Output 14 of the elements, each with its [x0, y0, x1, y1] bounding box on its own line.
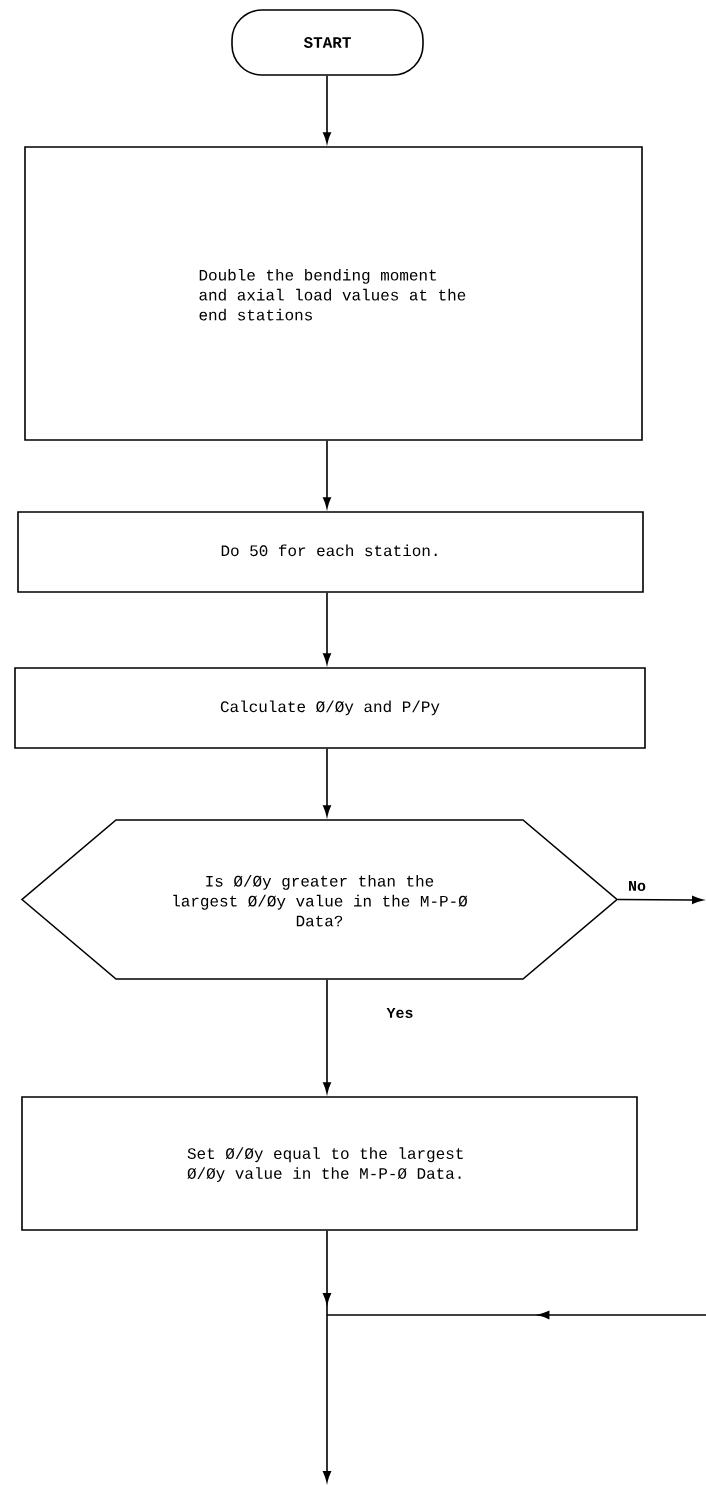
process-box: Double the bending moment and axial load values at the end stations	[24, 146, 643, 441]
arrow	[617, 895, 703, 904]
arrow	[323, 979, 331, 1094]
arrow	[323, 592, 331, 665]
edge-label: Yes	[386, 1008, 413, 1018]
arrow	[323, 440, 331, 509]
process-box: Calculate Ø/Øy and P/Py	[14, 667, 646, 749]
arrow	[323, 1230, 331, 1482]
edge-label: No	[629, 881, 646, 891]
process-box: Do 50 for each station.	[17, 511, 644, 593]
start-terminal: START	[231, 9, 424, 76]
arrow	[323, 75, 331, 144]
arrow	[323, 748, 331, 817]
process-box: Set Ø/Øy equal to the largest Ø/Øy value in the M-P-Ø Data.	[21, 1096, 638, 1231]
